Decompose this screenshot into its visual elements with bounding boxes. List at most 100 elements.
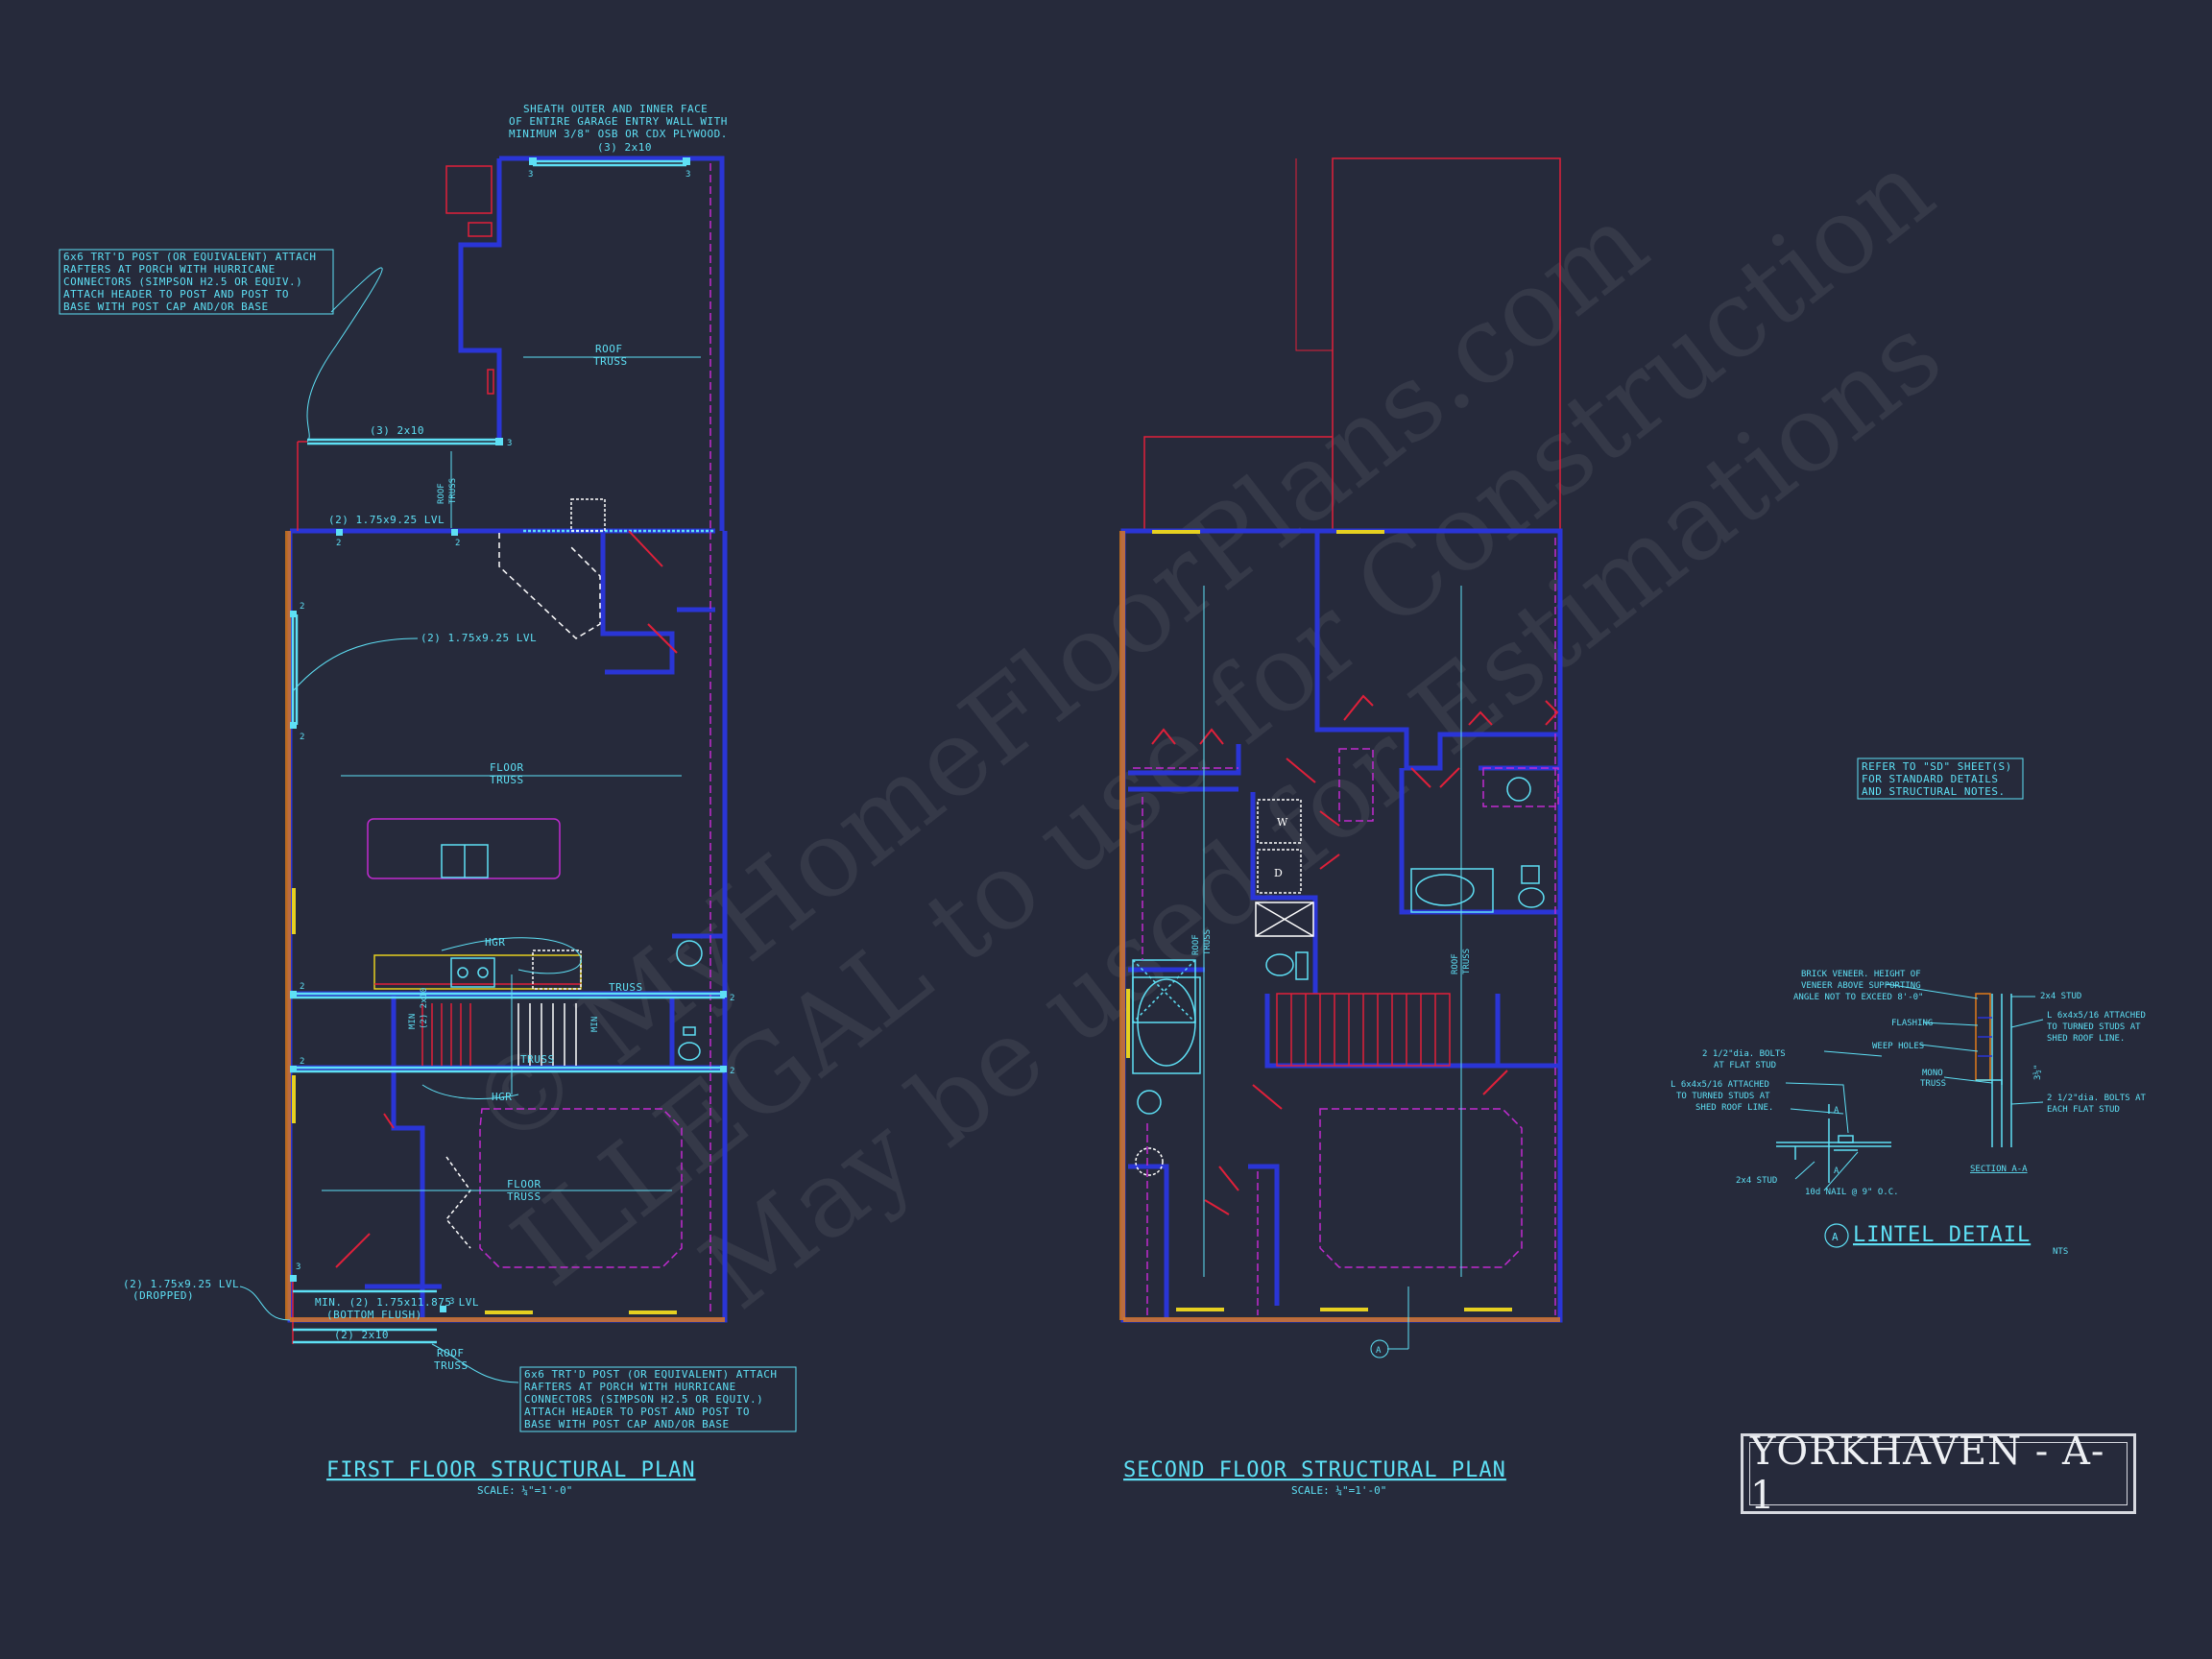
svg-text:2: 2 <box>730 994 734 1003</box>
detail-label-sec-a-top: A <box>1834 1106 1839 1116</box>
first-floor-leaders <box>239 267 582 1383</box>
svg-text:CONNECTORS (SIMPSON H2.5 OR EQ: CONNECTORS (SIMPSON H2.5 OR EQUIV.) <box>524 1393 763 1406</box>
second-floor-scale: SCALE: ¼"=1'-0" <box>1291 1484 1386 1497</box>
svg-text:RAFTERS AT PORCH WITH HURRICAN: RAFTERS AT PORCH WITH HURRICANE <box>63 263 276 276</box>
dryer-label: D <box>1274 867 1283 879</box>
svg-text:FOR STANDARD DETAILS: FOR STANDARD DETAILS <box>1862 773 1998 785</box>
note-roof-truss-front: ROOF TRUSS <box>434 1347 469 1372</box>
svg-text:TRUSS: TRUSS <box>490 774 524 786</box>
sheet-title-box: YORKHAVEN - A-1 <box>1741 1430 2136 1518</box>
detail-label-bolts-right-1: 2 1/2"dia. BOLTS AT <box>2047 1094 2147 1103</box>
detail-label-bolts-left-2: AT FLAT STUD <box>1714 1061 1776 1070</box>
detail-label-stud-left: 2x4 STUD <box>1736 1176 1777 1186</box>
lintel-detail: REFER TO "SD" SHEET(S) FOR STANDARD DETA… <box>1671 757 2147 1257</box>
washer-label: W <box>1277 816 1288 829</box>
note-roof-truss-a: ROOF <box>1191 934 1201 955</box>
first-floor-post-marks: 3 3 3 2 2 2 2 2 2 2 2 3 3 <box>296 170 734 1307</box>
svg-text:TRUSS: TRUSS <box>448 478 458 504</box>
detail-label-bolts-left-1: 2 1/2"dia. BOLTS <box>1702 1049 1786 1059</box>
first-floor-note-garage: SHEATH OUTER AND INNER FACE OF ENTIRE GA… <box>509 103 727 154</box>
svg-text:(2) 1.75x9.25 LVL: (2) 1.75x9.25 LVL <box>123 1278 239 1290</box>
second-floor-roof-outline <box>1143 157 1561 531</box>
first-floor-doors <box>335 530 678 1268</box>
svg-text:(3) 2x10: (3) 2x10 <box>597 141 652 154</box>
note-lvl-2x10: (2) 2x10 <box>420 988 429 1029</box>
note-hgr-top: HGR <box>485 936 505 949</box>
first-floor-masonry-wall-bottom <box>290 1317 725 1322</box>
first-floor-beams <box>290 159 725 1344</box>
first-floor-note-porch-top: 6x6 TRT'D POST (OR EQUIVALENT) ATTACH RA… <box>59 249 334 315</box>
detail-label-angle-right-2: TO TURNED STUDS AT <box>2047 1022 2141 1032</box>
detail-label-brick-3: ANGLE NOT TO EXCEED 8'-0" <box>1793 993 1923 1002</box>
svg-text:AND STRUCTURAL NOTES.: AND STRUCTURAL NOTES. <box>1862 785 2006 798</box>
svg-text:ROOF: ROOF <box>437 483 446 504</box>
section-a-a-label: SECTION A-A <box>1970 1165 2028 1174</box>
svg-text:3: 3 <box>449 1297 454 1307</box>
first-floor-interior <box>367 498 703 1268</box>
section-a-a-drawing <box>1975 993 2012 1147</box>
svg-text:3: 3 <box>685 170 690 180</box>
svg-text:3: 3 <box>507 439 512 448</box>
note-truss-b: TRUSS <box>520 1053 555 1066</box>
plan-detail-drawing <box>1776 1104 1891 1183</box>
detail-label-sec-a-bot: A <box>1834 1166 1839 1176</box>
second-floor-plan: ROOF TRUSS ROOF TRUSS W D A SECOND FLOOR… <box>1119 157 1563 1497</box>
second-floor-masonry-wall <box>1119 531 1125 1320</box>
note-roof-truss-b-2: TRUSS <box>1462 949 1472 974</box>
svg-text:RAFTERS AT PORCH WITH HURRICAN: RAFTERS AT PORCH WITH HURRICANE <box>524 1381 736 1393</box>
first-floor-posts <box>290 157 727 1312</box>
detail-label-mono-2: TRUSS <box>1920 1079 1946 1089</box>
svg-text:ROOF: ROOF <box>437 1347 465 1359</box>
svg-text:2: 2 <box>336 539 341 548</box>
svg-text:(BOTTOM FLUSH): (BOTTOM FLUSH) <box>326 1309 422 1321</box>
note-min-a: MIN <box>408 1014 418 1029</box>
first-floor-span-arrows <box>322 356 701 1191</box>
detail-label-brick-1: BRICK VENEER. HEIGHT OF <box>1801 970 1921 979</box>
detail-label-stud: 2x4 STUD <box>2040 992 2081 1001</box>
note-roof-truss-b: ROOF <box>1451 953 1460 974</box>
first-floor-masonry-wall <box>285 531 291 1320</box>
svg-text:2: 2 <box>300 602 304 612</box>
lintel-detail-nts: NTS <box>2053 1247 2068 1257</box>
detail-label-angle-right-1: L 6x4x5/16 ATTACHED <box>2047 1011 2146 1021</box>
second-floor-doors <box>1151 694 1559 1215</box>
section-marker-circle <box>1370 1339 1389 1358</box>
svg-text:3: 3 <box>296 1262 301 1272</box>
svg-text:FLOOR: FLOOR <box>490 761 524 774</box>
svg-text:(DROPPED): (DROPPED) <box>132 1289 194 1302</box>
first-floor-title: FIRST FLOOR STRUCTURAL PLAN <box>326 1458 696 1482</box>
svg-text:2: 2 <box>300 1057 304 1067</box>
svg-text:BASE WITH POST CAP AND/OR BASE: BASE WITH POST CAP AND/OR BASE <box>63 301 269 313</box>
svg-text:ATTACH HEADER TO POST AND POST: ATTACH HEADER TO POST AND POST TO <box>63 288 289 301</box>
svg-text:ROOF: ROOF <box>595 343 623 355</box>
detail-label-mono-1: MONO <box>1922 1069 1943 1078</box>
svg-text:REFER TO "SD" SHEET(S): REFER TO "SD" SHEET(S) <box>1862 760 2012 773</box>
detail-label-brick-2: VENEER ABOVE SUPPORTING <box>1801 981 1921 991</box>
svg-text:TRUSS: TRUSS <box>593 355 628 368</box>
note-roof-truss-side: ROOF TRUSS <box>437 478 458 504</box>
detail-label-angle-left-2: TO TURNED STUDS AT <box>1676 1092 1770 1101</box>
note-lvl-front: MIN. (2) 1.75x11.875 LVL (BOTTOM FLUSH) <box>315 1296 479 1321</box>
note-truss-a: TRUSS <box>609 981 643 994</box>
svg-text:TRUSS: TRUSS <box>434 1359 469 1372</box>
detail-label-angle-left-1: L 6x4x5/16 ATTACHED <box>1671 1080 1769 1090</box>
detail-label-dim: 3½" <box>2032 1065 2043 1080</box>
svg-text:MIN. (2) 1.75x11.875 LVL: MIN. (2) 1.75x11.875 LVL <box>315 1296 479 1309</box>
note-min-b: MIN <box>590 1017 600 1032</box>
svg-text:6x6 TRT'D POST (OR EQUIVALENT): 6x6 TRT'D POST (OR EQUIVALENT) ATTACH <box>63 251 317 263</box>
note-roof-truss-a-2: TRUSS <box>1203 929 1213 955</box>
watermark: © MyHomeFloorPlans.com ILLEGAL to use fo… <box>445 128 1963 1333</box>
svg-text:SHEATH OUTER AND INNER FACE: SHEATH OUTER AND INNER FACE <box>523 103 708 115</box>
second-floor-masonry-wall-bottom <box>1123 1317 1560 1322</box>
detail-marker-circle <box>1824 1223 1849 1248</box>
svg-text:BASE WITH POST CAP AND/OR BASE: BASE WITH POST CAP AND/OR BASE <box>524 1418 730 1431</box>
first-floor-plan: SHEATH OUTER AND INNER FACE OF ENTIRE GA… <box>59 103 797 1497</box>
first-floor-note-porch-bottom: 6x6 TRT'D POST (OR EQUIVALENT) ATTACH RA… <box>519 1366 797 1432</box>
note-lvl-dropped: (2) 1.75x9.25 LVL (DROPPED) <box>123 1278 239 1302</box>
second-floor-title: SECOND FLOOR STRUCTURAL PLAN <box>1123 1458 1506 1482</box>
svg-text:FLOOR: FLOOR <box>507 1178 541 1190</box>
svg-text:3: 3 <box>528 170 533 180</box>
svg-text:2: 2 <box>300 733 304 742</box>
svg-text:2: 2 <box>455 539 460 548</box>
first-floor-scale: SCALE: ¼"=1'-0" <box>477 1484 572 1497</box>
